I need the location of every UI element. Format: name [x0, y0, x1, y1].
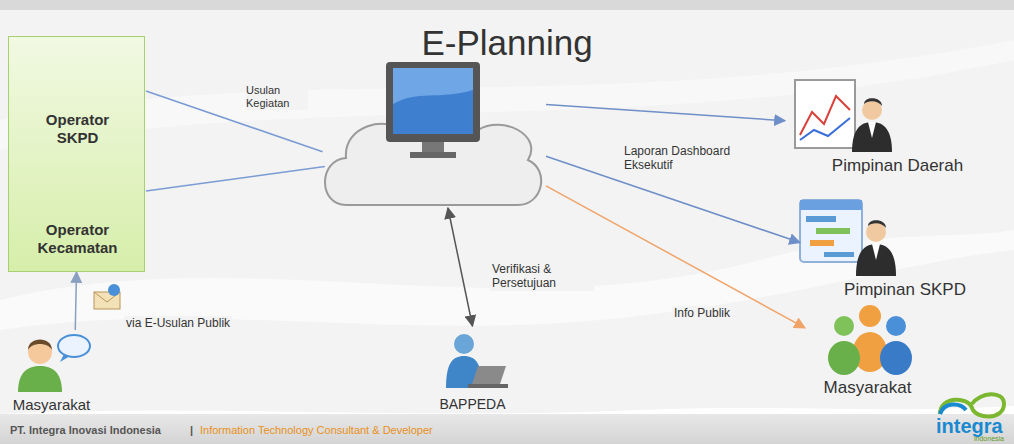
- footer-band: [0, 406, 1014, 444]
- actor-node: BAPPEDA: [425, 326, 520, 417]
- diagram-title: E-Planning: [0, 22, 1014, 64]
- monitor-icon: [393, 68, 473, 134]
- schedule-board-icon: [856, 244, 896, 276]
- connector: [75, 272, 76, 330]
- people-group-icon: [834, 316, 854, 336]
- schedule-board-icon: [806, 216, 836, 222]
- analyst-laptop-icon: [446, 334, 508, 388]
- schedule-board-icon: [800, 200, 862, 262]
- schedule-board-icon: [816, 228, 850, 234]
- actor-node: Operator Kecamatan: [9, 161, 146, 261]
- citizen-icon: [28, 340, 52, 351]
- people-group-icon: [859, 305, 881, 327]
- analyst-laptop-icon: [468, 384, 508, 388]
- citizen-icon: [60, 354, 70, 362]
- envelope-icon: [108, 284, 120, 296]
- schedule-board-icon: [800, 200, 862, 210]
- actor-node: Masyarakat: [4, 330, 99, 418]
- actor-node: Operator SKPD: [9, 51, 146, 151]
- footer-band: [0, 406, 1014, 414]
- edge-label: via E-Usulan Publik: [124, 316, 232, 330]
- people-group-icon: [828, 305, 912, 375]
- logo-swoosh: [940, 394, 1004, 416]
- monitor-icon: [386, 62, 480, 158]
- actor-label: Pimpinan Daerah: [790, 156, 1005, 176]
- footer-band: [0, 414, 1014, 444]
- monitor-icon: [422, 140, 444, 154]
- chart-board-icon: [795, 80, 855, 148]
- footer-tagline: Information Technology Consultant & Deve…: [200, 424, 433, 437]
- background-swoosh: [0, 0, 1014, 10]
- cloud-shape: [318, 60, 546, 208]
- analyst-laptop-icon: [472, 366, 506, 384]
- actor-label: Operator SKPD: [26, 111, 130, 147]
- edge-label: Info Publik: [672, 306, 732, 320]
- connector: [546, 104, 785, 120]
- people-group-icon: [886, 316, 906, 336]
- chart-board-icon: [852, 122, 892, 152]
- schedule-board-icon: [810, 240, 834, 246]
- chart-board-icon: [800, 96, 850, 135]
- citizen-icon: [58, 335, 90, 357]
- chart-board-icon: [800, 118, 850, 140]
- actor-label: Masyarakat: [6, 396, 98, 414]
- actor-label: Operator Kecamatan: [23, 221, 133, 257]
- schedule-board-icon: [868, 220, 886, 228]
- citizen-icon: [18, 366, 62, 392]
- actor-label: Masyarakat: [808, 378, 928, 398]
- actor-label: Pimpinan SKPD: [805, 280, 1005, 300]
- actor-node: Pimpinan SKPD: [800, 192, 1010, 304]
- schedule-board-icon: [824, 252, 854, 257]
- citizen-icon: [28, 340, 52, 364]
- connector: [146, 167, 325, 191]
- people-group-icon: [828, 341, 860, 375]
- actor-label: BAPPEDA: [427, 396, 519, 413]
- analyst-laptop-icon: [454, 334, 474, 354]
- flow-note: Usulan Kegiatan: [246, 84, 308, 110]
- cloud-server: [318, 60, 546, 208]
- chart-board-icon: [864, 98, 882, 106]
- group-panel: Operator SKPD Operator Kecamatan: [8, 36, 145, 272]
- monitor-icon: [386, 62, 480, 142]
- footer-company: PT. Integra Inovasi Indonesia: [10, 424, 161, 437]
- edge-label: Verifikasi & Persetujuan: [490, 262, 594, 291]
- monitor-icon: [410, 152, 456, 158]
- chart-board-icon: [868, 122, 876, 138]
- logo-swoosh: [940, 394, 1004, 416]
- envelope-icon: [94, 284, 120, 309]
- edge-label: Laporan Dashboard Eksekutif: [622, 144, 756, 173]
- logo-text: integra: [936, 414, 1003, 438]
- logo-subtext: indonesia: [974, 435, 1004, 443]
- connector: [546, 186, 805, 328]
- citizen-icon: [18, 335, 90, 392]
- background-swoosh: [0, 0, 1014, 330]
- actor-node: Pimpinan Daerah: [785, 72, 1010, 180]
- monitor-icon: [393, 68, 473, 104]
- schedule-board-icon: [872, 244, 880, 260]
- logo-swoosh: [940, 404, 966, 414]
- chart-board-icon: [795, 80, 892, 152]
- people-group-icon: [880, 341, 912, 375]
- actor-node: Masyarakat: [805, 296, 930, 402]
- footer-separator: |: [190, 424, 193, 437]
- connector: [448, 208, 473, 326]
- schedule-board-icon: [800, 200, 896, 276]
